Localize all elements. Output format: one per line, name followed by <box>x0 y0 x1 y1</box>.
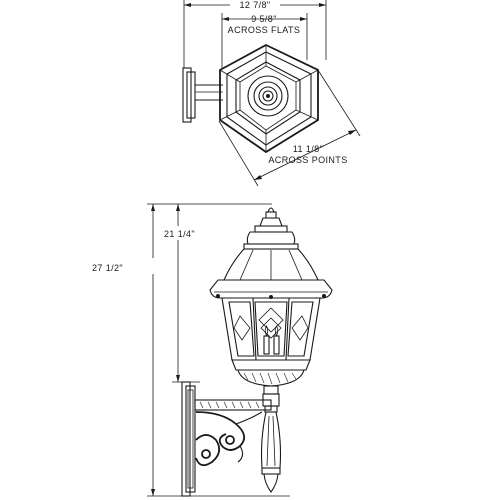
across-points-label: ACROSS POINTS <box>268 155 347 165</box>
lantern-glass-body <box>221 297 321 361</box>
height-fixture-text: 21 1/4" <box>164 229 195 239</box>
top-view: 12 7/8" 9 5/8" ACROSS FLATS <box>182 0 361 187</box>
across-flats-label: ACROSS FLATS <box>228 25 301 35</box>
lower-column <box>260 393 282 493</box>
across-points-value: 11 1/8" <box>293 144 323 154</box>
lantern-roof <box>209 248 333 299</box>
overall-width-dimension: 12 7/8" <box>183 0 327 68</box>
across-flats-value: 9 5/8" <box>251 14 277 24</box>
wall-backplate <box>181 381 196 497</box>
top-wall-mount <box>182 67 223 123</box>
overall-width-text: 12 7/8" <box>239 0 270 10</box>
hexagon-canopy <box>219 43 319 154</box>
height-dimensions: 27 1/2" 21 1/4" <box>92 203 290 497</box>
across-flats-dimension: 9 5/8" ACROSS FLATS <box>221 13 308 68</box>
lantern-base <box>231 359 311 395</box>
side-view: 27 1/2" 21 1/4" <box>92 203 333 497</box>
across-points-dimension: 11 1/8" ACROSS POINTS <box>218 69 361 187</box>
height-overall-text: 27 1/2" <box>92 263 123 273</box>
scroll-arm <box>194 399 272 467</box>
lantern-top-cap <box>243 207 299 250</box>
